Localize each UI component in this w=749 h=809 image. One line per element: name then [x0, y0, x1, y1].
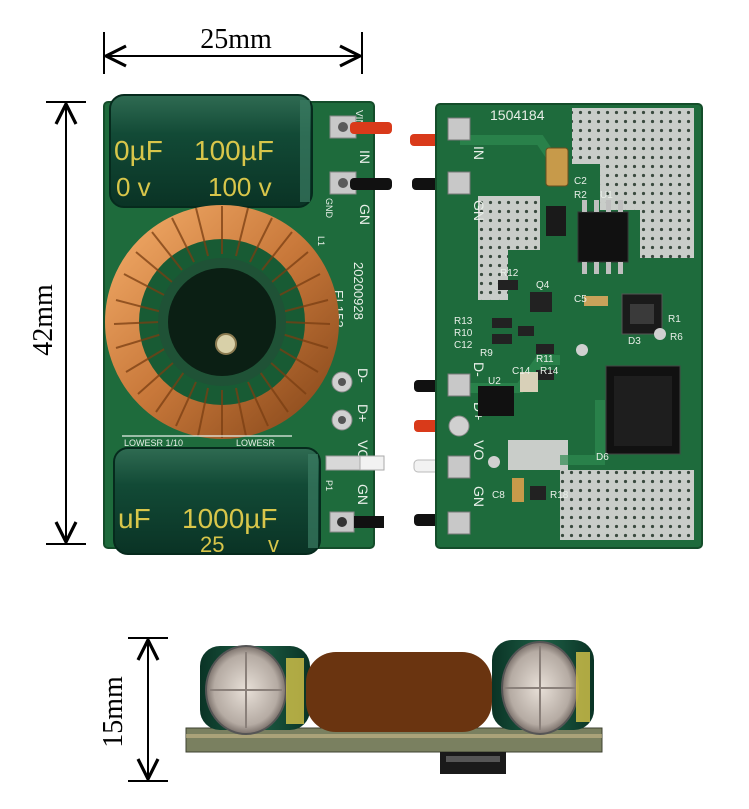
silk-low-esr-right: LOWESR — [236, 438, 276, 448]
label-r9: R9 — [480, 348, 493, 359]
silk-date: 20200928 — [351, 262, 366, 320]
silk-vin: VIN+ — [353, 110, 364, 133]
front-board: 0µF 100µF 0 v 100 v VIN+ IN GND GN L1 EL… — [103, 94, 385, 557]
width-dimension: 25mm — [103, 24, 363, 74]
silk-gn-top: GN — [357, 204, 373, 225]
silk-l1: L1 — [316, 236, 326, 246]
width-label: 25mm — [200, 24, 272, 55]
cap-bottom-voltage: 25 — [200, 532, 224, 557]
back-silk-vo: VO — [471, 440, 487, 460]
label-r14: R14 — [540, 366, 559, 377]
label-r11: R11 — [536, 354, 554, 365]
silk-vo: VO — [355, 440, 371, 460]
back-silk-in: IN — [471, 146, 487, 160]
height-dimension: 42mm — [28, 101, 86, 545]
silk-d-plus: D+ — [355, 404, 371, 422]
label-d3: D3 — [628, 336, 641, 347]
label-c2: C2 — [574, 176, 587, 187]
silk-gnd-top: GND — [324, 198, 334, 219]
capacitor-1000uf: uF 1000µF 25 v — [113, 447, 321, 557]
serial-number: 1504184 — [490, 107, 545, 123]
cap-bottom-value: 1000µF — [182, 503, 278, 534]
back-silk-gn-bottom: GN — [471, 486, 487, 507]
label-u1: U1 — [600, 190, 613, 201]
cap-top-voltage: 100 v — [208, 172, 272, 202]
label-r2: R2 — [574, 190, 587, 201]
label-r6: R6 — [670, 332, 683, 343]
label-q4: Q4 — [536, 280, 550, 291]
label-d6: D6 — [596, 452, 609, 463]
silk-low-esr-left: LOWESR 1/10 — [124, 438, 183, 448]
back-silk-d-minus: D- — [471, 362, 487, 377]
silk-in: IN — [357, 150, 373, 164]
label-c12: C12 — [454, 340, 473, 351]
thickness-dimension: 15mm — [98, 637, 168, 782]
capacitor-100uf: 0µF 100µF 0 v 100 v — [109, 94, 313, 208]
label-r18: R18 — [550, 490, 569, 501]
component-labels: C2 R2 U1 R12 Q4 C5 R13 R10 C12 R9 R11 R1… — [454, 176, 683, 501]
thickness-label: 15mm — [98, 676, 129, 748]
cap-bottom-v: v — [268, 532, 279, 557]
label-c14: C14 — [512, 366, 531, 377]
cap-top-left-value: 0µF — [114, 135, 163, 166]
label-u2: U2 — [488, 376, 501, 387]
label-r10: R10 — [454, 328, 473, 339]
side-view — [185, 640, 603, 774]
silk-d-minus: D- — [355, 368, 371, 383]
label-r1: R1 — [668, 314, 681, 325]
side-inductor — [306, 649, 492, 735]
toroidal-inductor — [105, 205, 339, 439]
back-board: 1504184 IN GN D- D+ VO GN — [435, 103, 703, 549]
label-r12: R12 — [500, 268, 519, 279]
cap-bottom-left-value: uF — [118, 503, 151, 534]
cap-top-left-voltage: 0 v — [116, 172, 151, 202]
cap-top-value: 100µF — [194, 135, 274, 166]
height-label: 42mm — [28, 284, 59, 356]
side-capacitor-right — [492, 640, 594, 735]
side-capacitor-left — [200, 645, 310, 735]
back-silk-gn-top: GN — [471, 200, 487, 221]
label-c8: C8 — [492, 490, 505, 501]
silk-gn-bottom: GN — [355, 484, 371, 505]
silk-p1: P1 — [324, 480, 334, 491]
label-c5: C5 — [574, 294, 587, 305]
label-r13: R13 — [454, 316, 473, 327]
